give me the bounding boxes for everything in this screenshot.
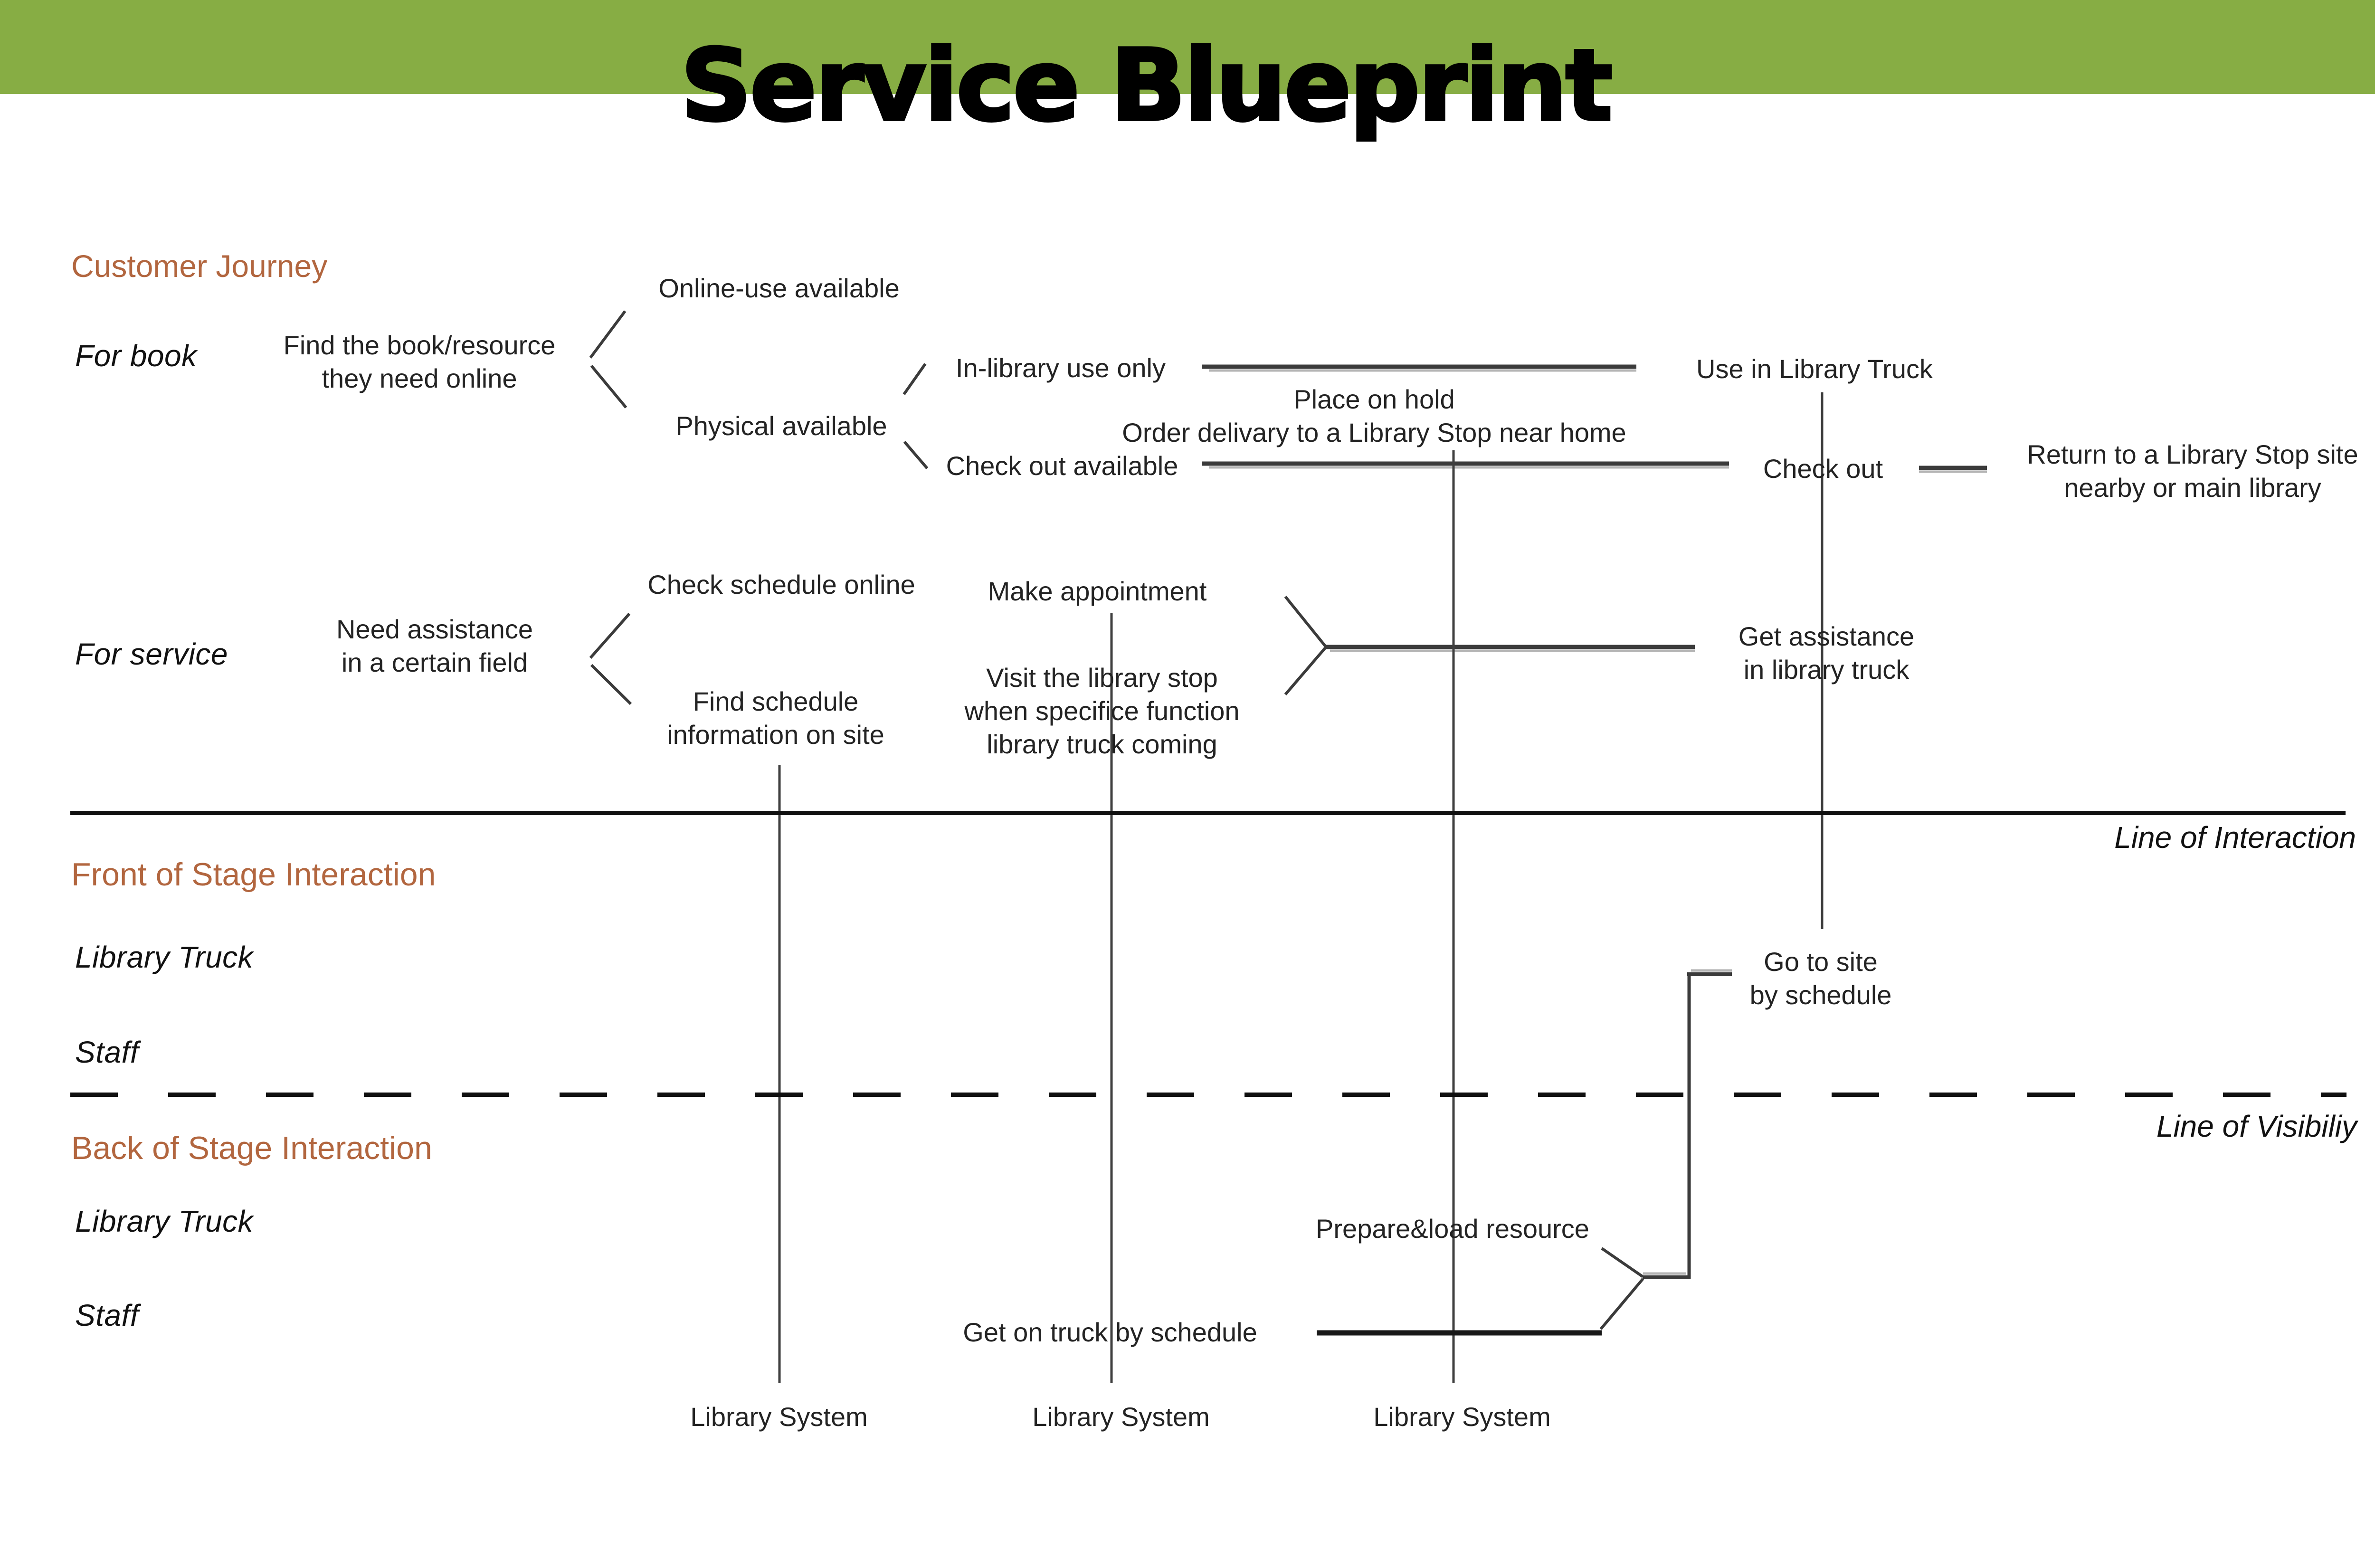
row-library-truck-front: Library Truck [75, 940, 254, 974]
label-library-system-3: Library System [1373, 1402, 1551, 1432]
split-need-assistance [589, 613, 632, 705]
node-place-on-hold: Place on hold Order delivary to a Librar… [1122, 384, 1626, 447]
section-customer-journey: Customer Journey [71, 248, 328, 284]
line-of-interaction-label: Line of Interaction [2114, 820, 2356, 855]
section-back-of-stage: Back of Stage Interaction [71, 1130, 432, 1166]
node-in-library-use-only: In-library use only [956, 353, 1166, 383]
merge-back-stage [1599, 1247, 1644, 1330]
page-title: Service Blueprint [679, 29, 1614, 143]
node-physical-available: Physical available [675, 411, 887, 441]
row-for-book: For book [75, 339, 197, 373]
line-inlibrary-to-truck [1202, 364, 1636, 372]
node-prepare-load-resource: Prepare&load resource [1316, 1214, 1589, 1244]
node-check-out-available: Check out available [946, 451, 1178, 481]
line-of-visibility [70, 1093, 2346, 1097]
row-library-truck-back: Library Truck [75, 1204, 254, 1238]
label-library-system-1: Library System [690, 1402, 868, 1432]
node-visit-library-stop: Visit the library stop when specifice fu… [964, 663, 1240, 759]
line-checkoutavail-to-checkout [1202, 461, 1729, 469]
go-to-site-elbow [1643, 969, 1732, 1279]
node-online-use-available: Online-use available [658, 273, 900, 303]
node-get-assistance: Get assistance in library truck [1738, 621, 1915, 684]
node-return-to-stop: Return to a Library Stop site nearby or … [2027, 439, 2358, 503]
node-find-book: Find the book/resource they need online [283, 330, 556, 393]
node-use-in-library-truck: Use in Library Truck [1696, 354, 1933, 384]
node-need-assistance: Need assistance in a certain field [336, 614, 533, 677]
line-of-visibility-label: Line of Visibiliy [2156, 1109, 2357, 1143]
row-for-service: For service [75, 637, 228, 671]
node-check-schedule-online: Check schedule online [647, 570, 915, 599]
node-go-to-site: Go to site by schedule [1749, 947, 1892, 1010]
node-get-on-truck: Get on truck by schedule [963, 1317, 1257, 1347]
split-find-book [589, 310, 627, 409]
split-physical [902, 363, 929, 469]
row-staff-back: Staff [75, 1298, 139, 1332]
line-of-interaction [70, 811, 2346, 815]
merge-to-get-assistance [1284, 596, 1695, 695]
node-check-out: Check out [1763, 454, 1883, 484]
node-find-schedule-on-site: Find schedule information on site [667, 686, 884, 750]
label-library-system-2: Library System [1032, 1402, 1210, 1432]
node-make-appointment: Make appointment [988, 576, 1207, 606]
dash-checkout-to-return [1919, 466, 1987, 473]
header-green-bar [0, 0, 2375, 94]
row-staff-front: Staff [75, 1035, 139, 1069]
section-front-of-stage: Front of Stage Interaction [71, 856, 436, 893]
